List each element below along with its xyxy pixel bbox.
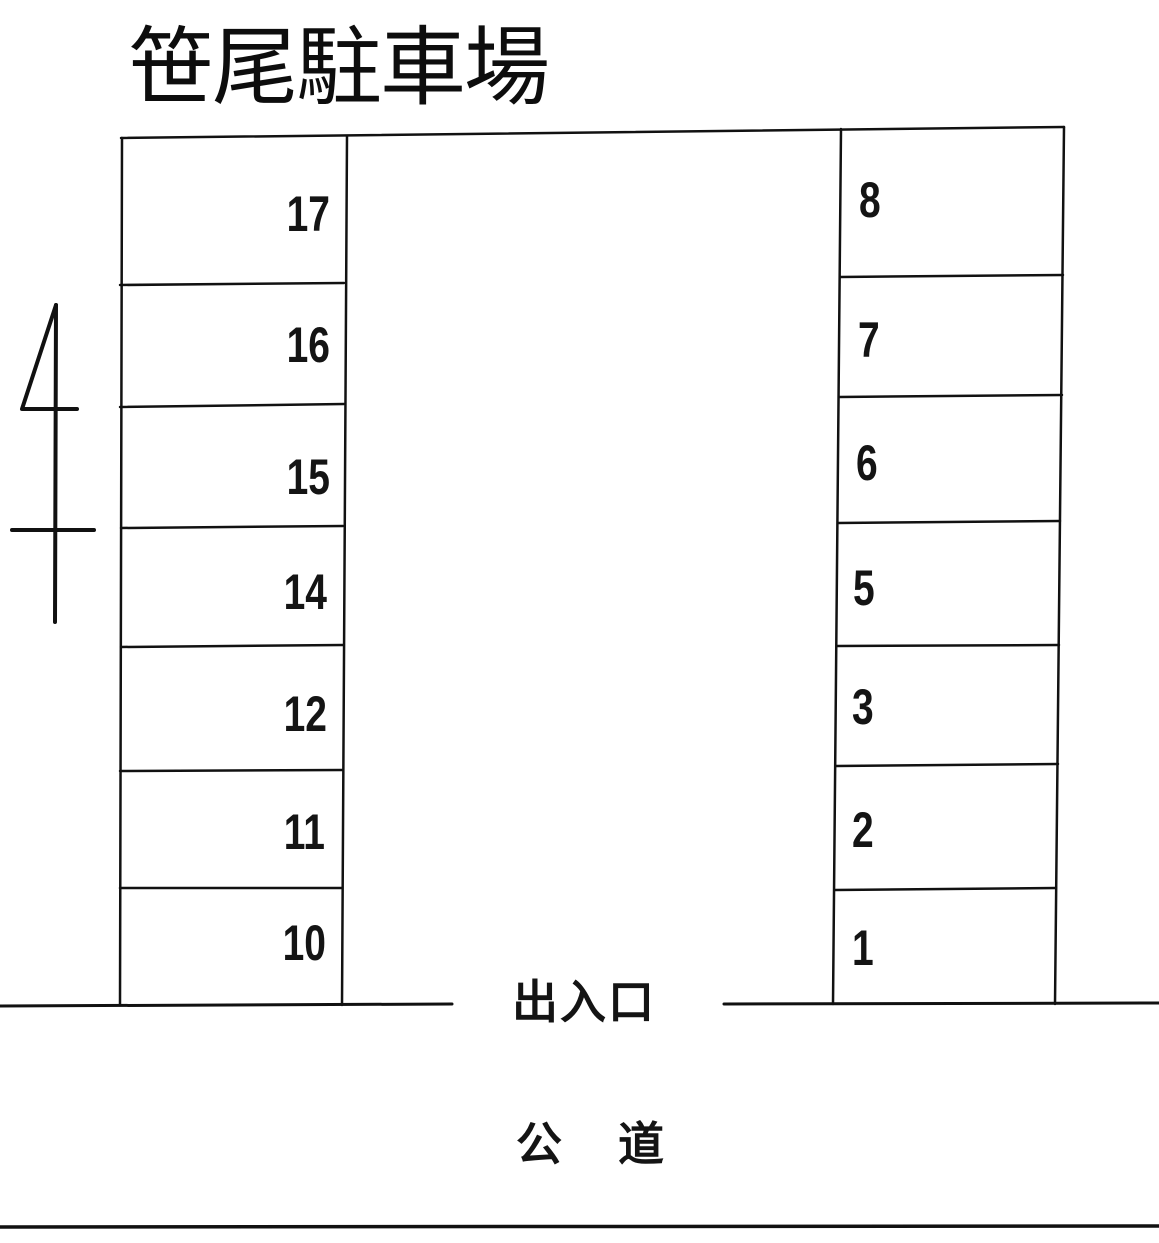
stall-17: 17 bbox=[286, 186, 330, 242]
road-label-char-1: 公 bbox=[516, 1117, 562, 1171]
road-edge-left bbox=[0, 1002, 454, 1008]
road-far-edge bbox=[0, 1224, 1159, 1229]
right-column-inner-line bbox=[831, 127, 843, 1006]
stall-3: 3 bbox=[852, 679, 874, 735]
road-label-char-2: 道 bbox=[618, 1117, 665, 1171]
road-edge-right bbox=[722, 1001, 1159, 1006]
page-title: 笹尾駐車場 bbox=[128, 18, 550, 118]
road-label: 公 道 bbox=[516, 1114, 664, 1174]
stall-8: 8 bbox=[859, 172, 881, 228]
stall-11: 11 bbox=[283, 804, 325, 860]
stall-15: 15 bbox=[286, 449, 330, 505]
stall-1: 1 bbox=[852, 920, 874, 976]
entrance-label: 出入口 bbox=[512, 975, 656, 1029]
stall-12: 12 bbox=[283, 686, 327, 742]
stall-10: 10 bbox=[282, 915, 326, 971]
north-arrow-icon bbox=[10, 303, 96, 624]
left-column-inner-line bbox=[340, 134, 349, 1007]
stall-5: 5 bbox=[853, 560, 875, 616]
stall-2: 2 bbox=[852, 802, 874, 858]
stall-6: 6 bbox=[856, 435, 878, 491]
stall-7: 7 bbox=[858, 312, 880, 368]
lot-top-boundary bbox=[119, 125, 1066, 140]
left-column-outer-line bbox=[118, 136, 124, 1007]
stall-14: 14 bbox=[283, 564, 327, 620]
right-column-outer-line bbox=[1053, 125, 1066, 1006]
stall-16: 16 bbox=[286, 317, 330, 373]
